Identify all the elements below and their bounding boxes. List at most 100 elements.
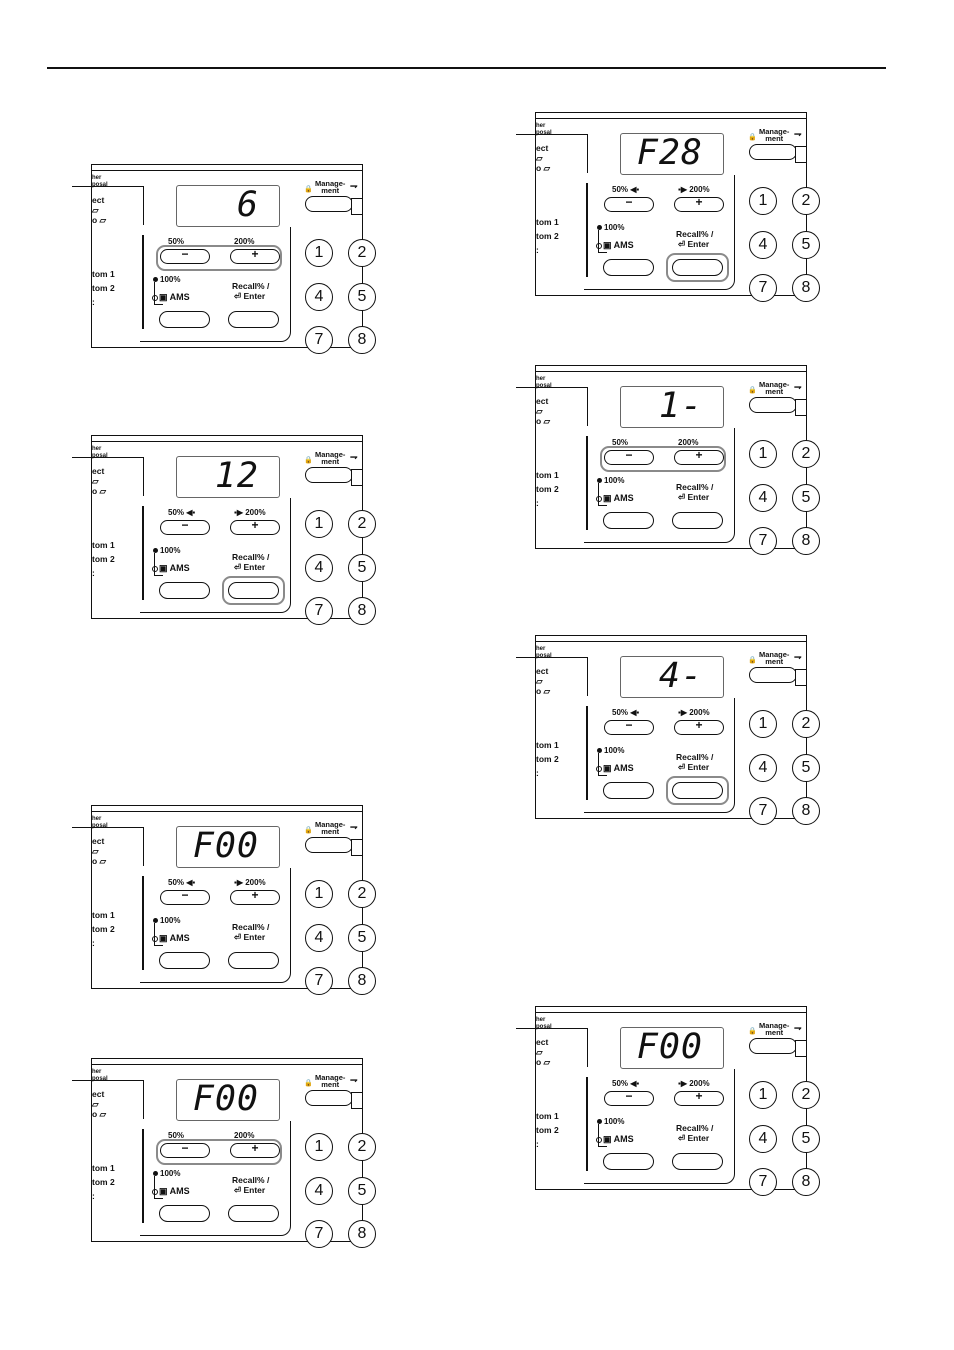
enter-button[interactable] [228, 311, 279, 328]
ams-button[interactable] [159, 311, 210, 328]
indicator-100-lamp [597, 478, 602, 483]
management-button[interactable] [749, 397, 797, 413]
management-button[interactable] [305, 1090, 353, 1106]
key-7[interactable]: 7 [305, 597, 333, 625]
management-button[interactable] [749, 144, 797, 160]
key-8[interactable]: 8 [792, 1168, 820, 1196]
key-5[interactable]: 5 [792, 1125, 820, 1153]
key-4[interactable]: 4 [305, 554, 333, 582]
key-1[interactable]: 1 [749, 710, 777, 738]
ams-button[interactable] [159, 952, 210, 969]
key-1[interactable]: 1 [749, 1081, 777, 1109]
ams-button[interactable] [603, 1153, 654, 1170]
zoom-minus-button[interactable]: − [160, 519, 210, 535]
ams-button[interactable] [159, 582, 210, 599]
key-5[interactable]: 5 [348, 924, 376, 952]
key-1[interactable]: 1 [305, 510, 333, 538]
enter-button[interactable] [228, 952, 279, 969]
enter-highlight [666, 776, 729, 805]
key-7[interactable]: 7 [305, 1220, 333, 1248]
control-panel-figure: her posal ect ▱ o ▱ tom 1 tom 2 : F00 50… [516, 1006, 820, 1196]
key-5[interactable]: 5 [792, 484, 820, 512]
key-8[interactable]: 8 [348, 597, 376, 625]
management-button[interactable] [749, 667, 797, 683]
key-4[interactable]: 4 [749, 754, 777, 782]
ams-button[interactable] [603, 512, 654, 529]
zoom-minus-button[interactable]: − [604, 449, 654, 465]
select-label: ect [92, 195, 105, 205]
indicator-100-lamp [153, 1171, 158, 1176]
key-7[interactable]: 7 [749, 527, 777, 555]
key-4[interactable]: 4 [749, 231, 777, 259]
ams-button[interactable] [603, 782, 654, 799]
zoom-minus-button[interactable]: − [160, 1142, 210, 1158]
key-5[interactable]: 5 [792, 754, 820, 782]
enter-button[interactable] [672, 259, 723, 276]
key-2[interactable]: 2 [792, 710, 820, 738]
key-2[interactable]: 2 [792, 1081, 820, 1109]
key-1[interactable]: 1 [305, 239, 333, 267]
zoom-plus-button[interactable]: + [674, 196, 724, 212]
ams-button[interactable] [159, 1205, 210, 1222]
key-8[interactable]: 8 [792, 797, 820, 825]
management-button[interactable] [749, 1038, 797, 1054]
lcd-display: 12 [176, 456, 280, 498]
key-8[interactable]: 8 [792, 527, 820, 555]
key-4[interactable]: 4 [305, 924, 333, 952]
management-label: Manage-ment [759, 381, 789, 396]
enter-button[interactable] [672, 782, 723, 799]
key-8[interactable]: 8 [348, 1220, 376, 1248]
key-1[interactable]: 1 [305, 880, 333, 908]
enter-button[interactable] [228, 1205, 279, 1222]
enter-button[interactable] [228, 582, 279, 599]
key-7[interactable]: 7 [749, 1168, 777, 1196]
group-divider [142, 1129, 144, 1223]
key-2[interactable]: 2 [348, 880, 376, 908]
management-button[interactable] [305, 467, 353, 483]
zoom-plus-button[interactable]: + [230, 1142, 280, 1158]
zoom-plus-button[interactable]: + [230, 889, 280, 905]
group-outline [140, 1121, 291, 1236]
key-4[interactable]: 4 [305, 1177, 333, 1205]
key-7[interactable]: 7 [305, 326, 333, 354]
key-2[interactable]: 2 [348, 1133, 376, 1161]
management-line-1: Manage- [759, 650, 790, 659]
key-2[interactable]: 2 [348, 239, 376, 267]
zoom-plus-button[interactable]: + [674, 1090, 724, 1106]
zoom-minus-button[interactable]: − [604, 1090, 654, 1106]
group-outline [140, 868, 291, 983]
ams-button[interactable] [603, 259, 654, 276]
key-8[interactable]: 8 [348, 326, 376, 354]
key-2[interactable]: 2 [348, 510, 376, 538]
management-button[interactable] [305, 837, 353, 853]
key-1[interactable]: 1 [749, 440, 777, 468]
zoom-minus-button[interactable]: − [160, 889, 210, 905]
key-4[interactable]: 4 [749, 1125, 777, 1153]
zoom-plus-button[interactable]: + [674, 719, 724, 735]
key-4[interactable]: 4 [305, 283, 333, 311]
zoom-plus-button[interactable]: + [230, 519, 280, 535]
key-2[interactable]: 2 [792, 440, 820, 468]
key-5[interactable]: 5 [348, 283, 376, 311]
key-7[interactable]: 7 [305, 967, 333, 995]
key-5[interactable]: 5 [348, 554, 376, 582]
zoom-plus-button[interactable]: + [674, 449, 724, 465]
key-8[interactable]: 8 [792, 274, 820, 302]
management-button[interactable] [305, 196, 353, 212]
key-5[interactable]: 5 [792, 231, 820, 259]
key-7[interactable]: 7 [749, 797, 777, 825]
key-7[interactable]: 7 [749, 274, 777, 302]
zoom-minus-button[interactable]: − [160, 248, 210, 264]
key-4[interactable]: 4 [749, 484, 777, 512]
zoom-plus-button[interactable]: + [230, 248, 280, 264]
key-1[interactable]: 1 [305, 1133, 333, 1161]
key-2[interactable]: 2 [792, 187, 820, 215]
enter-button[interactable] [672, 1153, 723, 1170]
zoom-minus-button[interactable]: − [604, 719, 654, 735]
key-1[interactable]: 1 [749, 187, 777, 215]
key-8[interactable]: 8 [348, 967, 376, 995]
display-readout: 12 [214, 456, 259, 496]
zoom-minus-button[interactable]: − [604, 196, 654, 212]
key-5[interactable]: 5 [348, 1177, 376, 1205]
enter-button[interactable] [672, 512, 723, 529]
